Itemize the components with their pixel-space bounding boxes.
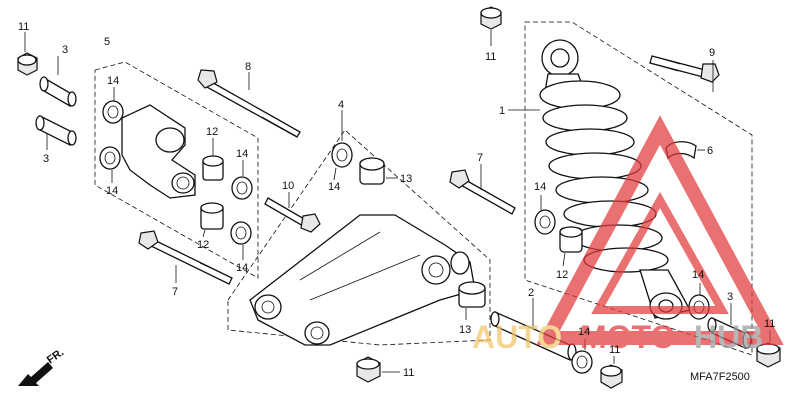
nut-11-bottom [356,356,381,383]
watermark-hub: HUB [694,319,763,355]
dust-seal-14-c [231,176,253,200]
callout-2: 2 [528,287,534,299]
bolt-8 [197,69,301,138]
dust-seal-14-d [230,221,252,245]
callout-10: 10 [282,180,294,192]
bearing-12-a [202,155,224,181]
watermark-auto: AUTO [472,319,562,355]
nut-11-left [17,52,38,76]
dust-seal-14-a [102,100,124,124]
callout-11: 11 [18,21,29,33]
group-box-link [94,61,259,279]
bearing-12-b [200,202,224,230]
bolt-10 [264,197,321,233]
callout-4: 4 [338,99,344,111]
callout-5: 5 [104,36,110,48]
collar-3-upper [39,76,77,108]
dust-seal-14-h [571,350,593,374]
bearing-12-c [559,226,583,253]
callout-9: 9 [709,47,715,59]
callout-14: 14 [578,326,590,338]
callout-6: 6 [707,145,713,157]
callout-8: 8 [245,61,251,73]
callout-11: 11 [485,51,496,63]
nut-11-far-right [756,342,781,368]
callout-1: 1 [499,105,505,117]
callout-11: 11 [403,367,414,379]
diagram-code: MFA7F2500 [690,371,750,383]
callout-12: 12 [206,126,218,138]
callout-11: 11 [764,318,775,330]
bearing-13-b [458,281,486,308]
callout-7: 7 [172,286,178,298]
front-direction-arrow: FR. [18,346,66,386]
callout-14: 14 [692,269,704,281]
shock-link [121,104,196,199]
callout-3: 3 [62,44,68,56]
bolt-7-right [449,169,516,215]
callout-7: 7 [477,152,483,164]
dust-seal-14-b [99,146,121,170]
callout-11: 11 [609,344,620,356]
callout-14: 14 [236,262,248,274]
callout-12: 12 [556,269,568,281]
dust-seal-14-e [331,142,353,168]
bolt-9 [649,55,720,83]
callout-14: 14 [328,181,340,193]
dust-seal-14-f [534,209,556,235]
bearing-13-a [359,157,385,185]
group-box-arm [227,129,491,346]
callout-12: 12 [197,239,209,251]
callout-14: 14 [106,185,118,197]
collar-3-lower [35,114,77,147]
callout-14: 14 [107,75,119,87]
callout-13: 13 [400,173,412,185]
callout-14: 14 [236,148,248,160]
bolt-7-left [138,230,233,285]
callout-13: 13 [459,324,471,336]
shock-arm [249,214,476,346]
nut-11-lower-right [600,364,623,389]
watermark-moto: MOTO [580,319,675,355]
watermark-logo: AUTO MOTO HUB [472,115,784,355]
callout-3: 3 [43,153,49,165]
nut-11-top [480,6,502,30]
group-box-shock [524,21,753,356]
callout-3: 3 [727,291,733,303]
callout-14: 14 [534,181,546,193]
